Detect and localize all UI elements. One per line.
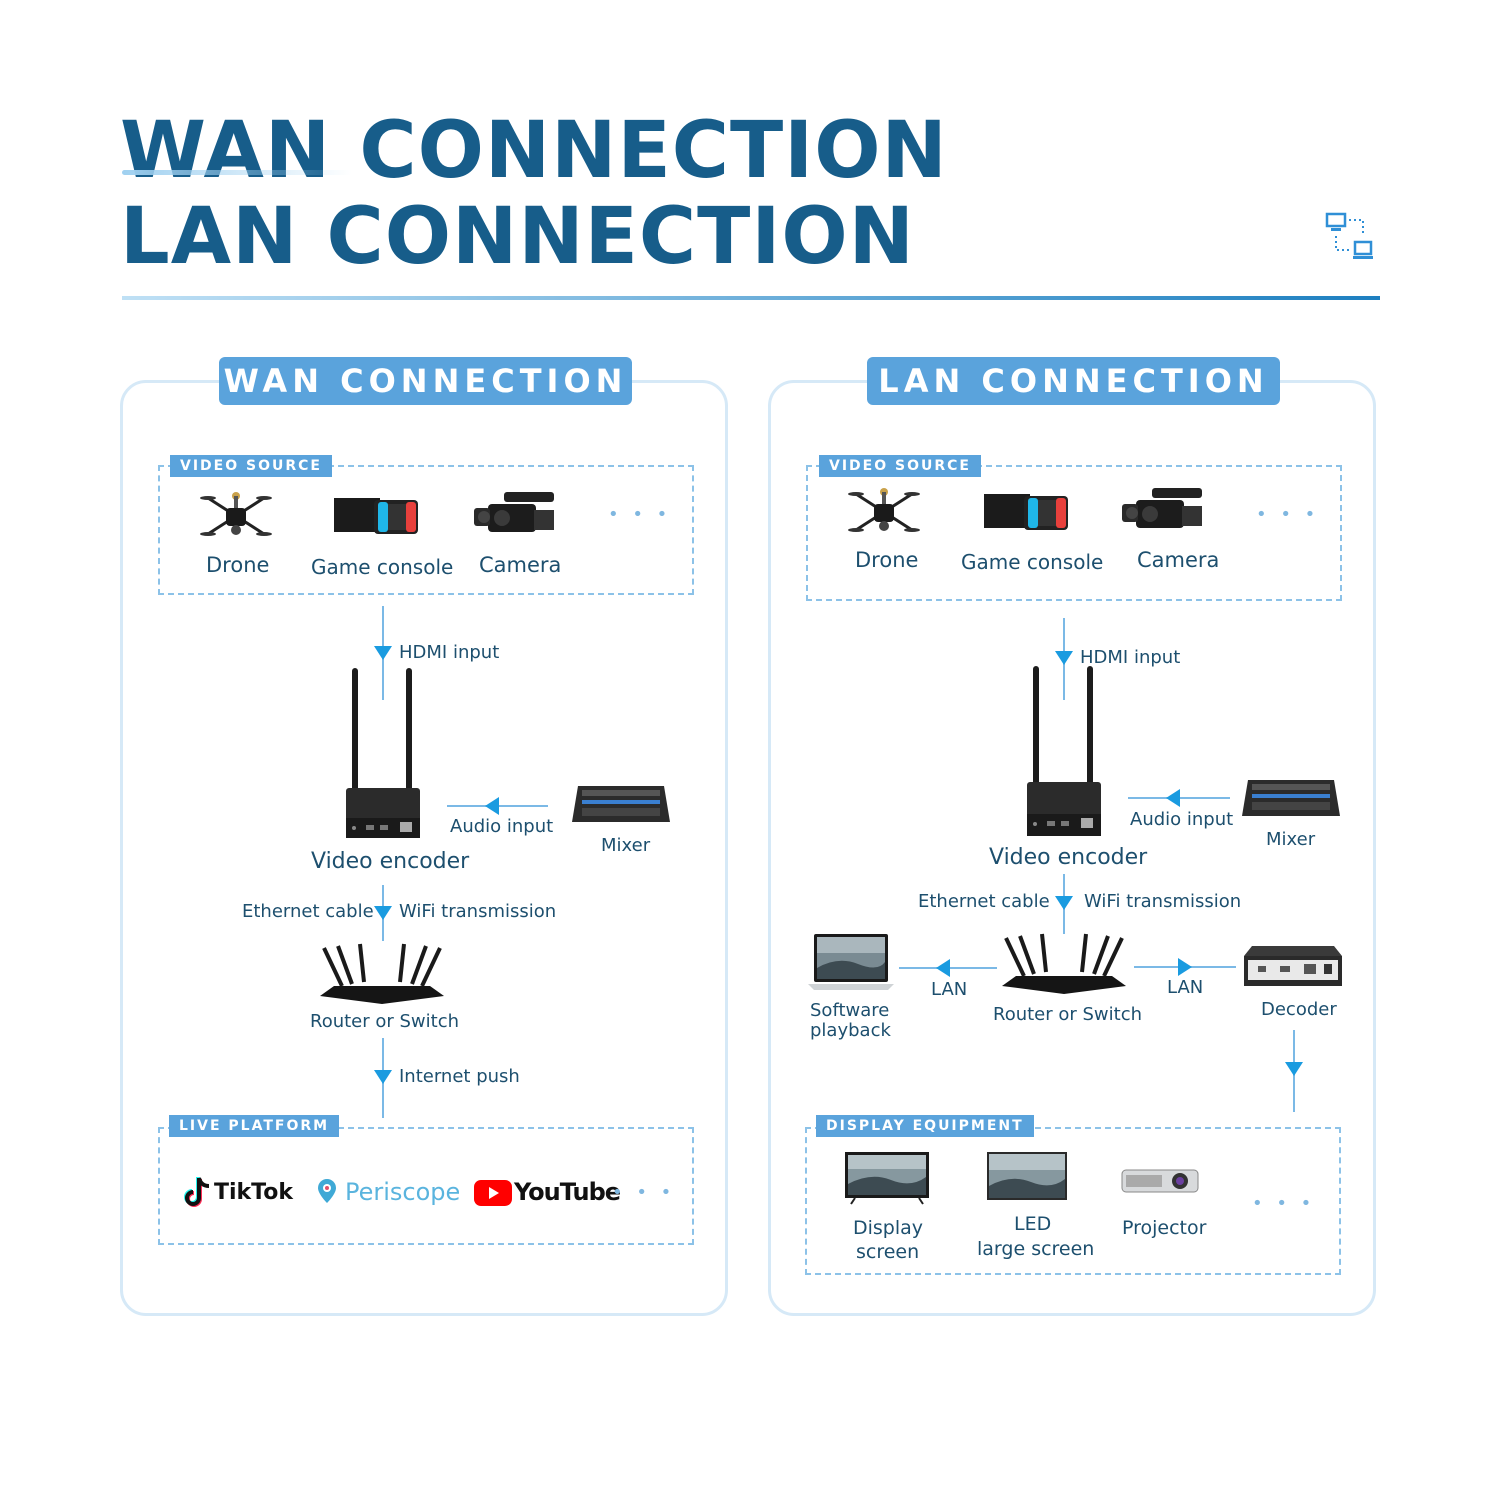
camera-icon [1122,488,1202,528]
display-equipment-tag: DISPLAY EQUIPMENT [816,1115,1034,1137]
wan-wifi-label: WiFi transmission [399,901,557,922]
lan-video-encoder-label: Video encoder [989,845,1148,870]
display-screen-label-1: Display [853,1217,924,1239]
lan-panel-tab: LAN CONNECTION [867,357,1280,405]
software-playback-label-1: Software [810,1000,890,1021]
wan-mixer-label: Mixer [601,835,651,856]
decoder-icon [1244,946,1342,986]
wan-audio-label: Audio input [450,816,554,837]
periscope-logo-text: Periscope [345,1178,461,1206]
laptop-icon [808,934,894,990]
lan-mixer-label: Mixer [1266,829,1316,850]
wan-video-source-more: • • • [608,504,672,525]
wan-video-source-box [158,465,694,595]
lan-left-label: LAN [931,979,968,1000]
wan-router-icon [320,943,444,1004]
game-console-icon [984,494,1068,530]
display-equipment-more: • • • [1252,1193,1316,1214]
wan-hdmi-arrow [374,646,392,660]
led-screen-label-1: LED [1014,1213,1052,1235]
display-equipment-box [805,1127,1341,1275]
lan-right-label: LAN [1167,977,1204,998]
wan-internet-label: Internet push [399,1066,520,1087]
lan-video-source-tag: VIDEO SOURCE [819,455,981,477]
lan-camera-label: Camera [1137,548,1220,572]
game-console-icon [334,498,418,534]
lan-ethernet-label: Ethernet cable [918,891,1050,912]
title-underline-swoosh [122,170,352,175]
projector-label: Projector [1122,1217,1207,1239]
page-title-lan: LAN CONNECTION [120,192,915,282]
wan-video-encoder-icon [346,668,420,838]
wan-video-source-tag: VIDEO SOURCE [170,455,332,477]
software-playback-label-2: playback [810,1020,891,1041]
lan-left-arrow [936,959,950,977]
wan-camera-label: Camera [479,553,562,577]
camera-icon [474,492,554,532]
wan-panel-tab: WAN CONNECTION [219,357,632,405]
led-screen-icon [987,1152,1067,1200]
lan-wifi-label: WiFi transmission [1084,891,1242,912]
lan-audio-label: Audio input [1130,809,1234,830]
projector-icon [1121,1169,1199,1193]
wan-router-label: Router or Switch [310,1011,460,1032]
wan-video-encoder-label: Video encoder [311,849,470,874]
display-screen-icon [845,1152,929,1205]
wan-ethernet-label: Ethernet cable [242,901,374,922]
decoder-display-arrow [1285,1062,1303,1076]
decoder-label: Decoder [1261,999,1337,1020]
wan-audio-arrow [485,797,499,815]
header-divider [122,296,1380,300]
lan-video-source-box [806,465,1342,601]
wan-router-arrow [374,906,392,920]
wan-drone-label: Drone [206,553,270,577]
periscope-icon [318,1179,336,1203]
tiktok-icon [184,1177,210,1207]
wan-live-platform-tag: LIVE PLATFORM [169,1115,340,1137]
drone-icon [200,492,272,536]
drone-icon [848,488,920,532]
display-screen-label-2: screen [856,1241,920,1263]
lan-audio-arrow [1166,789,1180,807]
lan-router-label: Router or Switch [993,1004,1143,1025]
lan-drone-label: Drone [855,548,919,572]
lan-game-console-label: Game console [961,550,1104,574]
wan-mixer-icon [572,786,670,822]
lan-mixer-icon [1242,780,1340,816]
led-screen-label-2: large screen [977,1238,1095,1260]
lan-hdmi-arrow [1055,651,1073,665]
youtube-logo-text: YouTube [514,1178,621,1206]
network-transfer-icon [1325,212,1373,259]
lan-right-arrow [1178,958,1192,976]
lan-hdmi-label: HDMI input [1080,647,1181,668]
lan-video-source-more: • • • [1256,504,1320,525]
youtube-icon [474,1180,512,1206]
lan-video-encoder-icon [1027,666,1101,836]
wan-panel [120,380,728,1316]
tiktok-logo-text: TikTok [214,1180,294,1205]
wan-game-console-label: Game console [311,555,454,579]
wan-internet-arrow [374,1070,392,1084]
wan-hdmi-label: HDMI input [399,642,500,663]
wan-live-platform-box [158,1127,694,1245]
lan-router-icon [1002,933,1126,994]
lan-router-arrow [1055,896,1073,910]
page-title-wan: WAN CONNECTION [120,106,948,196]
wan-live-platform-more: • • • [612,1182,676,1203]
